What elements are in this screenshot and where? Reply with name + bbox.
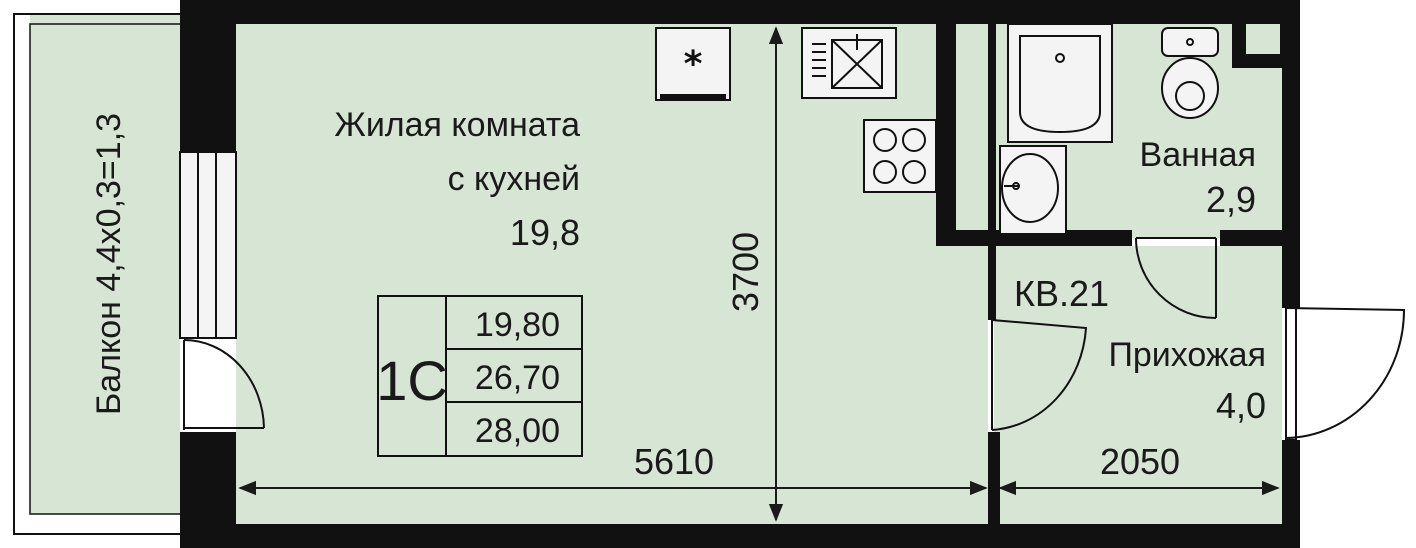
bathroom-wall-bottom-left	[936, 230, 1132, 246]
ventilation-shaft-inner	[1246, 24, 1280, 54]
wall-left-lower	[180, 432, 236, 548]
bathroom-door	[1135, 237, 1217, 319]
fridge-icon: *	[655, 27, 731, 101]
hallway-name: Прихожая	[1108, 336, 1266, 374]
kitchen-sink-icon	[801, 27, 897, 99]
depth-label: 3700	[725, 232, 766, 312]
living-room-floor	[236, 24, 988, 524]
svg-text:*: *	[684, 44, 703, 85]
wall-top	[180, 0, 1300, 24]
hallway-width-label: 2050	[1100, 441, 1180, 482]
hallway-door	[991, 319, 1088, 431]
washbasin-icon	[999, 145, 1067, 235]
living-width-label: 5610	[634, 441, 714, 482]
hallway-floor	[994, 246, 1282, 524]
living-room-name-line2: с кухней	[448, 160, 580, 198]
balcony-inner-rail	[29, 23, 180, 515]
living-room-area: 19,8	[510, 212, 580, 253]
bathtub-icon	[1007, 23, 1113, 143]
bathroom-wall-left	[936, 24, 956, 246]
apartment-number: КВ.21	[1014, 273, 1109, 314]
balcony-door	[183, 339, 265, 430]
wall-left-upper	[180, 0, 236, 152]
wall-right-lower	[1282, 440, 1300, 548]
total-area-value: 26,70	[475, 359, 560, 397]
living-room-name-line1: Жилая комната	[334, 106, 580, 144]
wall-bottom	[180, 524, 1300, 548]
apartment-type: 1С	[376, 349, 448, 412]
living-area-value: 19,80	[475, 306, 560, 344]
bathroom-wall-inner	[988, 24, 996, 238]
balcony-window	[179, 151, 237, 339]
stove-icon	[863, 119, 937, 193]
area-summary-table	[377, 295, 583, 457]
hallway-partition-lower	[988, 432, 1000, 548]
hallway-area: 4,0	[1216, 385, 1266, 426]
toilet-icon	[1161, 27, 1219, 119]
entrance-door	[1285, 307, 1406, 441]
bathroom-name: Ванная	[1140, 136, 1256, 174]
bathroom-wall-bottom-right	[1220, 230, 1282, 246]
total-with-balcony-value: 28,00	[475, 412, 560, 450]
hallway-partition-upper	[988, 230, 996, 320]
bathroom-area: 2,9	[1206, 179, 1256, 220]
balcony-railing	[13, 13, 180, 535]
balcony-label: Балкон 4,4х0,3=1,3	[90, 113, 128, 415]
wall-right-upper	[1282, 0, 1300, 308]
balcony-floor	[30, 14, 180, 514]
